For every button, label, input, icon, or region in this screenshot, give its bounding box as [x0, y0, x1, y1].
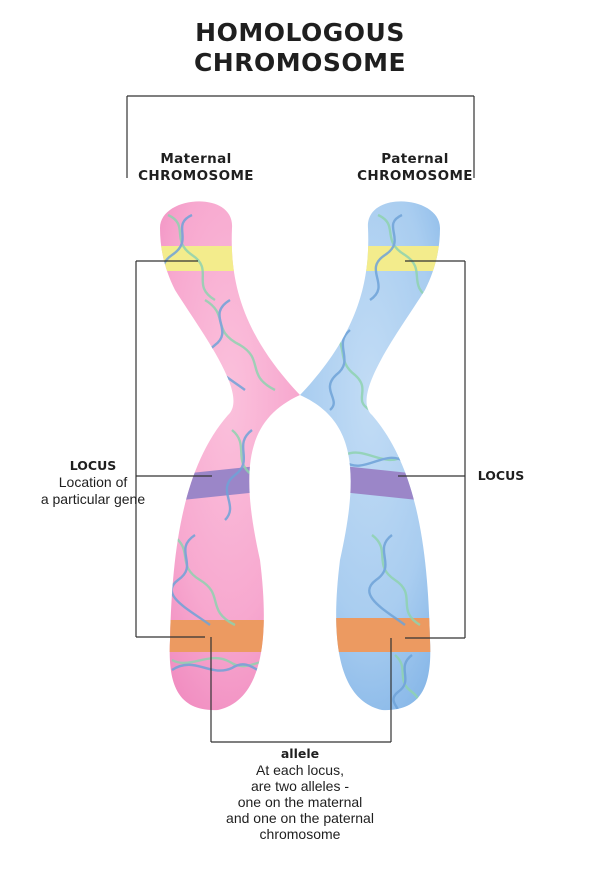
- locus-connector-left: [135, 260, 212, 638]
- title-line-2: CHROMOSOME: [193, 48, 407, 77]
- paternal-label: Paternal CHROMOSOME: [345, 151, 485, 185]
- paternal-label-line-1: Paternal: [381, 151, 449, 167]
- locus-right-heading: LOCUS: [477, 468, 525, 483]
- locus-left-heading: LOCUS: [69, 458, 117, 473]
- allele-heading: allele: [280, 746, 320, 761]
- paternal-label-line-2: CHROMOSOME: [357, 168, 473, 184]
- locus-left-desc-2: a particular gene: [40, 491, 146, 507]
- homolog-bracket: [126, 95, 475, 178]
- locus-left-desc-1: Location of: [58, 474, 128, 490]
- allele-connector: [210, 637, 392, 743]
- maternal-label: Maternal CHROMOSOME: [126, 151, 266, 185]
- page-title: HOMOLOGOUS CHROMOSOME: [0, 18, 600, 78]
- allele-line-2: are two alleles -: [250, 778, 350, 794]
- allele-line-3: one on the maternal: [237, 794, 363, 810]
- locus-left-annotation: LOCUS Location of a particular gene: [28, 457, 158, 508]
- allele-line-1: At each locus,: [256, 762, 344, 778]
- locus-connector-right: [398, 260, 466, 639]
- allele-line-4: and one on the paternal: [226, 810, 374, 826]
- maternal-label-line-1: Maternal: [160, 151, 232, 167]
- title-line-1: HOMOLOGOUS: [195, 18, 405, 47]
- maternal-band-bottom: [160, 620, 290, 652]
- allele-annotation: allele At each locus, are two alleles - …: [200, 746, 400, 842]
- maternal-label-line-2: CHROMOSOME: [138, 168, 254, 184]
- paternal-band-bottom: [310, 618, 440, 652]
- allele-line-5: chromosome: [259, 826, 341, 842]
- paternal-band-top: [340, 246, 440, 271]
